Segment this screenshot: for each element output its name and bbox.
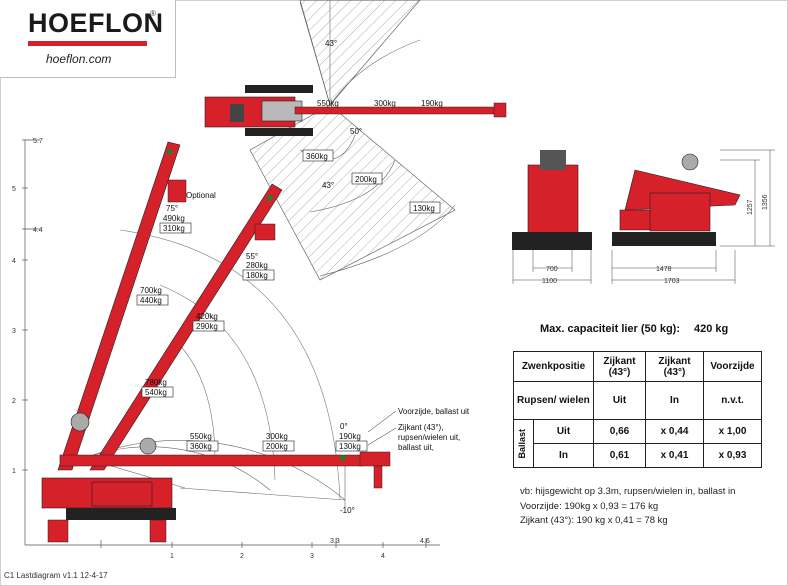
top-view-labels: 43° 50° 43° 550kg 300kg 190kg 360kg 200k… bbox=[302, 39, 443, 214]
load-130: 130kg bbox=[339, 442, 361, 451]
side-view-base bbox=[41, 412, 176, 543]
legend-front: Voorzijde, ballast uit bbox=[398, 407, 470, 416]
boom-75-optional: Optional bbox=[186, 191, 216, 200]
rupsen-uit: Uit bbox=[593, 381, 646, 420]
capacity-line: Max. capaciteit lier (50 kg): 420 kg bbox=[540, 323, 728, 335]
brand-logo: HOEFLON ® hoeflon.com bbox=[0, 0, 176, 78]
top-load-190: 190kg bbox=[421, 99, 443, 108]
note-line-3: Zijkant (43°): 190 kg x 0,41 = 78 kg bbox=[520, 515, 668, 526]
top-load-300: 300kg bbox=[374, 99, 396, 108]
boom-55-load: 280kg bbox=[246, 261, 268, 270]
label-420: 420kg bbox=[196, 312, 218, 321]
dim-front-width: 1100 bbox=[542, 278, 557, 285]
dim-height-inner: 1257 bbox=[747, 199, 754, 215]
cell-in-2: x 0,41 bbox=[645, 443, 704, 468]
y-tick-4: 4 bbox=[12, 258, 16, 265]
x-tick-3: 3 bbox=[310, 553, 314, 560]
cell-uit-2: x 0,44 bbox=[645, 419, 704, 444]
y-tick-2: 2 bbox=[12, 398, 16, 405]
top-view-machine bbox=[204, 85, 507, 136]
front-view: 700 1100 bbox=[512, 150, 592, 285]
legend-side-1: Zijkant (43°), bbox=[398, 423, 443, 432]
boom-75-angle: 75° bbox=[166, 204, 178, 213]
label-440: 440kg bbox=[140, 296, 162, 305]
legend-side-2: rupsen/wielen uit, bbox=[398, 433, 460, 442]
top-load-130: 130kg bbox=[413, 204, 435, 213]
side-axes: 1 2 3 4 5 5.7 4.4 1 2 3 4 3.3 4.6 bbox=[12, 138, 440, 560]
ballast-uit-label: Uit bbox=[533, 419, 594, 444]
dim-side-length: 1703 bbox=[664, 278, 680, 285]
boom-75-load-boxed: 310kg bbox=[163, 224, 185, 233]
note-line-2: Voorzijde: 190kg x 0,93 = 176 kg bbox=[520, 500, 659, 512]
dim-front-track: 700 bbox=[546, 266, 558, 273]
label-550: 550kg bbox=[190, 432, 212, 441]
brand-name: HOEFLON bbox=[28, 8, 164, 38]
capacity-value: 420 kg bbox=[694, 323, 729, 335]
angle-neg10: -10° bbox=[340, 506, 355, 515]
example-notes: vb: hijsgewicht op 3.3m, rupsen/wielen i… bbox=[520, 485, 735, 529]
top-angle-lower: 43° bbox=[322, 181, 334, 190]
dim-side-track: 1478 bbox=[656, 266, 672, 273]
capacity-label: Max. capaciteit lier (50 kg): bbox=[540, 323, 680, 335]
boom-75 bbox=[57, 141, 181, 471]
document-footer: C1 Lastdiagram v1.1 12-4-17 bbox=[4, 571, 108, 580]
top-angle-mid: 50° bbox=[350, 127, 362, 136]
header-zijkant-2: Zijkant (43°) bbox=[645, 351, 704, 382]
top-load-200: 200kg bbox=[355, 175, 377, 184]
cell-uit-1: 0,66 bbox=[593, 419, 646, 444]
x-tick-2: 2 bbox=[240, 553, 244, 560]
x-tick-1: 1 bbox=[170, 553, 174, 560]
cell-in-1: 0,61 bbox=[593, 443, 646, 468]
legend-side-3: ballast uit, bbox=[398, 443, 434, 452]
boom-55-load-boxed: 180kg bbox=[246, 271, 268, 280]
ballast-group: Ballast bbox=[513, 419, 534, 468]
y-tick-1: 1 bbox=[12, 468, 16, 475]
boom-75-load: 490kg bbox=[163, 214, 185, 223]
angle-0: 0° bbox=[340, 422, 348, 431]
brand-url[interactable]: hoeflon.com bbox=[46, 52, 112, 66]
dim-height-outer: 1356 bbox=[762, 194, 769, 210]
label-290: 290kg bbox=[196, 322, 218, 331]
label-780: 780kg bbox=[145, 378, 167, 387]
label-360: 360kg bbox=[190, 442, 212, 451]
y-mark-max: 5.7 bbox=[33, 138, 43, 145]
cell-in-3: x 0,93 bbox=[703, 443, 762, 468]
rupsen-in: In bbox=[645, 381, 704, 420]
y-tick-3: 3 bbox=[12, 328, 16, 335]
side-view-booms bbox=[57, 141, 391, 489]
label-200: 200kg bbox=[266, 442, 288, 451]
label-540: 540kg bbox=[145, 388, 167, 397]
boom-0 bbox=[59, 454, 363, 467]
label-300: 300kg bbox=[266, 432, 288, 441]
boom-55-angle: 55° bbox=[246, 252, 258, 261]
side-small-view: 1478 1703 1257 1356 bbox=[611, 149, 775, 285]
y-mark-mid: 4.4 bbox=[33, 227, 43, 234]
reduction-table: Zwenkpositie Zijkant (43°) Zijkant (43°)… bbox=[513, 351, 762, 468]
top-load-550: 550kg bbox=[317, 99, 339, 108]
header-voorzijde: Voorzijde bbox=[703, 351, 762, 382]
rupsen-nvt: n.v.t. bbox=[703, 381, 762, 420]
header-zijkant-1: Zijkant (43°) bbox=[593, 351, 646, 382]
side-view-labels: Optional 75° 490kg 310kg 55° 280kg 180kg… bbox=[136, 191, 470, 515]
row-rupsen-label: Rupsen/ wielen bbox=[513, 381, 594, 420]
top-view-sectors bbox=[249, 0, 456, 281]
header-zwenkpositie: Zwenkpositie bbox=[513, 351, 594, 382]
x-mark-33: 3.3 bbox=[330, 538, 340, 545]
ballast-in-label: In bbox=[533, 443, 594, 468]
boom-55 bbox=[89, 183, 283, 471]
brand-underline bbox=[28, 41, 147, 46]
ballast-label: Ballast bbox=[517, 428, 527, 459]
load-190: 190kg bbox=[339, 432, 361, 441]
x-mark-46: 4.6 bbox=[420, 538, 430, 545]
y-tick-5: 5 bbox=[12, 186, 16, 193]
label-700: 700kg bbox=[140, 286, 162, 295]
top-angle-upper: 43° bbox=[325, 39, 337, 48]
cell-uit-3: x 1,00 bbox=[703, 419, 762, 444]
note-line-1: vb: hijsgewicht op 3.3m, rupsen/wielen i… bbox=[520, 486, 736, 497]
x-tick-4: 4 bbox=[381, 553, 385, 560]
top-sector-upper bbox=[299, 0, 421, 106]
registered-mark: ® bbox=[150, 9, 156, 18]
top-load-360: 360kg bbox=[306, 152, 328, 161]
